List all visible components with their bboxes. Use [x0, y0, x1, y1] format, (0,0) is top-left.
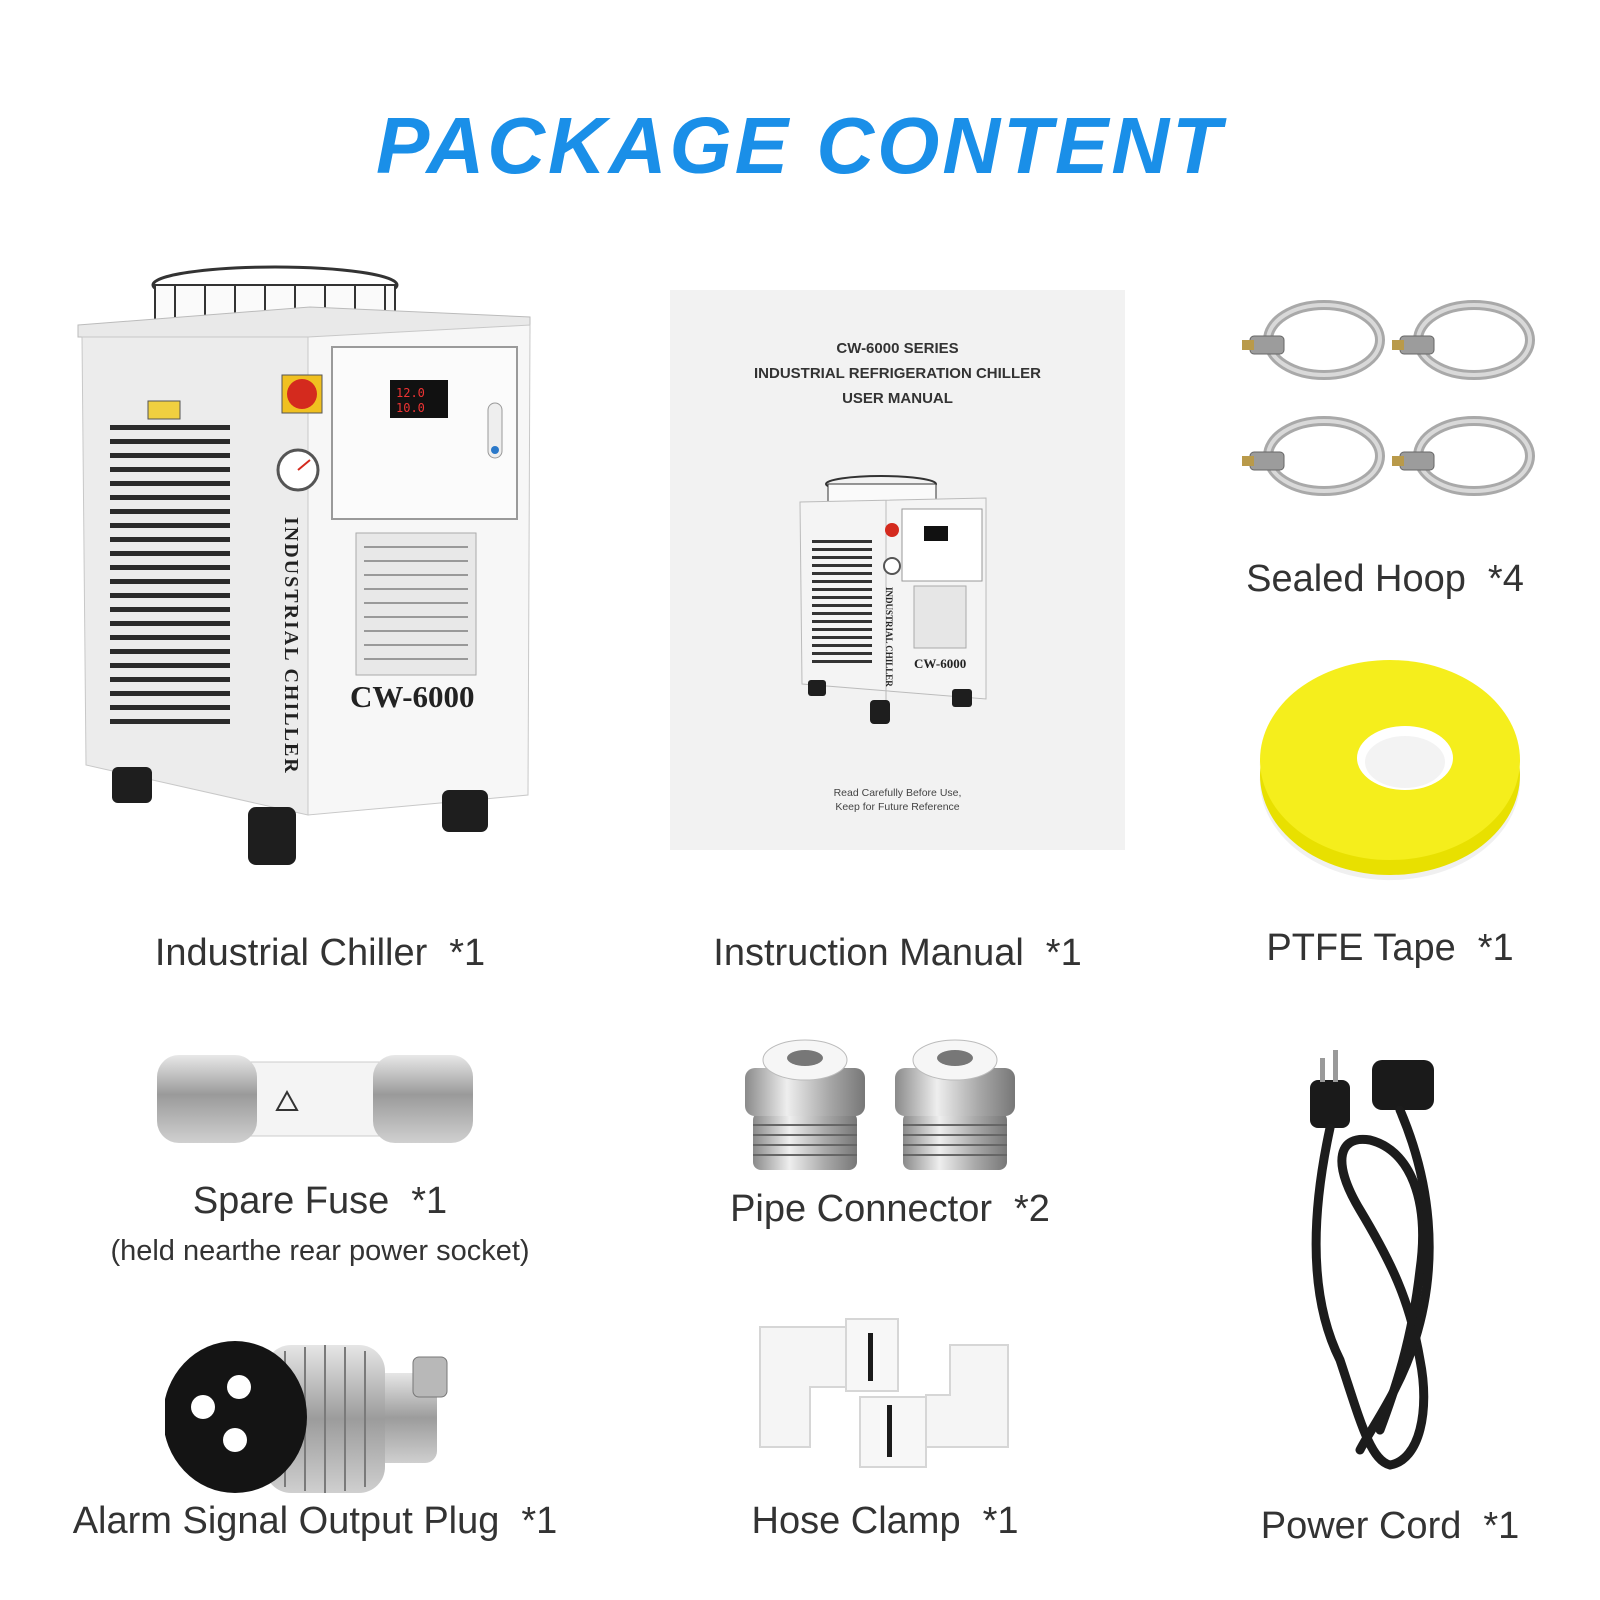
hose-clamp-qty: *1	[982, 1500, 1019, 1542]
hose-clamp-name: Hose Clamp	[751, 1500, 961, 1542]
manual-cover: CW-6000 SERIES INDUSTRIAL REFRIGERATION …	[670, 290, 1125, 850]
manual-chiller-picture: INDUSTRIAL CHILLER CW-6000	[799, 475, 987, 724]
sealed-hoop-illustration	[1240, 300, 1540, 515]
chiller-model-text: CW-6000	[350, 679, 475, 714]
power-cord-qty: *1	[1483, 1505, 1520, 1547]
ptfe-tape-name: PTFE Tape	[1266, 927, 1456, 969]
chiller-name: Industrial Chiller	[154, 932, 428, 974]
power-cord-label: Power Cord *1	[1195, 1505, 1585, 1548]
svg-text:10.0: 10.0	[396, 401, 425, 415]
chiller-body-text: INDUSTRIAL CHILLER	[280, 517, 302, 775]
manual-cover-footer: Read Carefully Before Use, Keep for Futu…	[833, 787, 962, 813]
pipe-connector-illustration	[745, 1039, 1016, 1171]
sealed-hoop-name: Sealed Hoop	[1246, 558, 1466, 600]
chiller-qty: *1	[449, 932, 486, 974]
spare-fuse-illustration	[157, 1055, 473, 1143]
ptfe-tape-label: PTFE Tape *1	[1195, 927, 1585, 970]
sealed-hoop-label: Sealed Hoop *4	[1185, 558, 1585, 601]
pipe-connector-name: Pipe Connector	[730, 1188, 992, 1230]
spare-fuse-qty: *1	[411, 1180, 448, 1222]
manual-name: Instruction Manual	[713, 932, 1024, 974]
hose-clamp-label: Hose Clamp *1	[710, 1500, 1060, 1543]
alarm-plug-label: Alarm Signal Output Plug *1	[40, 1500, 590, 1543]
manual-cover-body-text: INDUSTRIAL CHILLER	[884, 587, 894, 687]
alarm-plug-qty: *1	[521, 1500, 558, 1542]
spare-fuse-note: (held nearthe rear power socket)	[110, 1235, 530, 1267]
pipe-connector-label: Pipe Connector *2	[680, 1188, 1100, 1231]
sealed-hoop-qty: *4	[1487, 558, 1524, 600]
hose-clamp-illustration	[759, 1318, 1009, 1468]
power-cord-name: Power Cord	[1260, 1505, 1462, 1547]
page-title: PACKAGE CONTENT	[376, 101, 1224, 190]
ptfe-tape-illustration	[1259, 660, 1520, 881]
manual-cover-model-text: CW-6000	[914, 656, 966, 671]
spare-fuse-label: Spare Fuse *1	[110, 1180, 530, 1223]
manual-qty: *1	[1045, 932, 1082, 974]
manual-label: Instruction Manual *1	[660, 932, 1135, 975]
manual-cover-title: CW-6000 SERIES INDUSTRIAL REFRIGERATION …	[754, 340, 1041, 407]
svg-text:12.0: 12.0	[396, 386, 425, 400]
spare-fuse-name: Spare Fuse	[192, 1180, 390, 1222]
chiller-illustration: 12.0 10.0 INDUSTRIAL CHILLER CW-6000	[77, 265, 531, 865]
power-cord-illustration	[1310, 1050, 1434, 1470]
alarm-plug-illustration	[165, 1341, 448, 1493]
alarm-plug-name: Alarm Signal Output Plug	[72, 1500, 500, 1542]
chiller-label: Industrial Chiller *1	[100, 932, 540, 975]
ptfe-tape-qty: *1	[1477, 927, 1514, 969]
pipe-connector-qty: *2	[1014, 1188, 1050, 1230]
